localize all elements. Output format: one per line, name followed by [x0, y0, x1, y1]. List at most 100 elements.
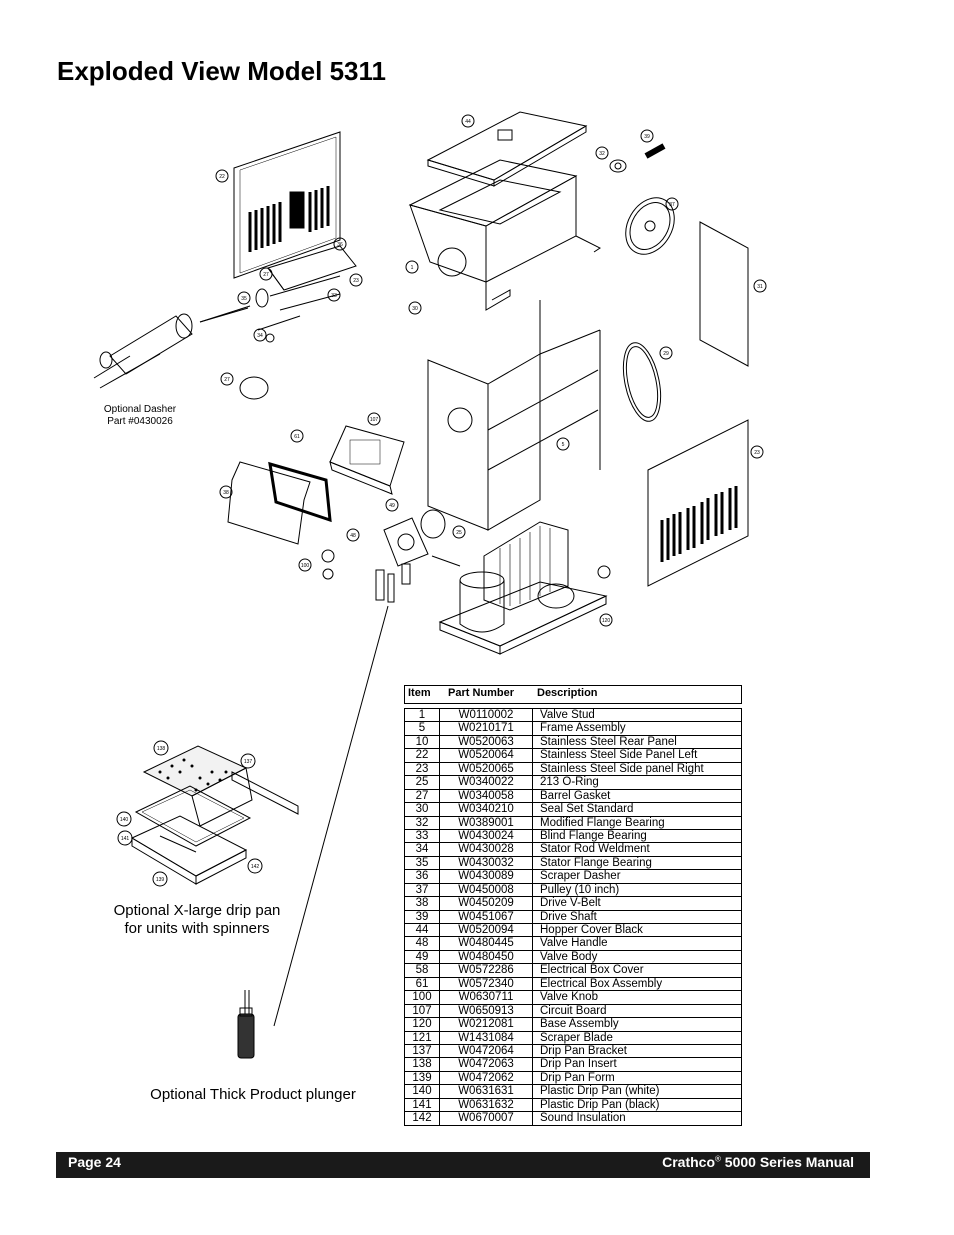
cell-item: 61	[415, 977, 429, 990]
svg-text:37: 37	[669, 202, 675, 208]
cell-description: Base Assembly	[540, 1018, 619, 1031]
page-title: Exploded View Model 5311	[57, 56, 386, 86]
cell-description: Drive V-Belt	[540, 897, 601, 910]
svg-text:33: 33	[331, 293, 337, 299]
cell-item: 25	[415, 776, 429, 789]
cell-item: 1	[418, 709, 426, 721]
cell-description: Plastic Drip Pan (black)	[540, 1098, 660, 1111]
svg-text:29: 29	[663, 351, 669, 357]
cell-description: Valve Stud	[540, 709, 595, 721]
svg-text:31: 31	[757, 284, 763, 290]
cell-description: Frame Assembly	[540, 722, 626, 735]
svg-text:27: 27	[224, 377, 230, 383]
cell-part-number: W0450008	[439, 883, 533, 897]
cell-description: Stainless Steel Rear Panel	[540, 735, 677, 748]
svg-text:61: 61	[294, 434, 300, 440]
table-row: 25 W0340022 213 O-Ring	[405, 776, 741, 790]
plunger-illustration	[237, 990, 255, 1059]
cell-item: 120	[412, 1018, 432, 1031]
svg-text:23: 23	[353, 278, 359, 284]
header-description: Description	[537, 687, 598, 699]
cell-description: Scraper Dasher	[540, 870, 621, 883]
cell-part-number: W0389001	[439, 816, 533, 829]
cell-part-number: W0430089	[439, 870, 533, 883]
cell-part-number: W0520064	[439, 749, 533, 762]
cell-item: 139	[412, 1071, 432, 1084]
v-belt-illustration	[622, 342, 662, 422]
cell-description: Hopper Cover Black	[540, 924, 643, 936]
svg-text:44: 44	[465, 119, 471, 125]
cell-part-number: W0520065	[439, 762, 533, 776]
cell-description: Seal Set Standard	[540, 803, 634, 816]
cell-part-number: W0430028	[439, 843, 533, 856]
cell-part-number: W0520094	[439, 924, 533, 937]
base-assembly-illustration	[438, 521, 611, 655]
cell-item: 142	[412, 1112, 432, 1125]
svg-text:141: 141	[121, 836, 130, 842]
cell-description: Stator Flange Bearing	[540, 856, 652, 869]
svg-text:25: 25	[456, 530, 462, 536]
header-item: Item	[408, 687, 431, 699]
optional-dasher-illustration	[93, 305, 251, 389]
cell-item: 49	[415, 950, 429, 963]
svg-text:107: 107	[370, 417, 379, 423]
bearing-illustration	[609, 143, 666, 173]
cell-item: 58	[415, 964, 429, 977]
svg-text:142: 142	[251, 864, 260, 870]
svg-text:38: 38	[223, 490, 229, 496]
cell-part-number: W0340210	[439, 803, 533, 816]
svg-text:140: 140	[120, 817, 129, 823]
cell-description: Pulley (10 inch)	[540, 883, 620, 896]
caption-line: Optional Dasher	[103, 404, 177, 415]
cell-part-number: W0430032	[439, 856, 533, 870]
cell-description: Drip Pan Insert	[540, 1058, 617, 1071]
cell-item: 141	[412, 1098, 432, 1111]
cell-part-number: W0480450	[439, 950, 533, 964]
cell-part-number: W0472063	[439, 1058, 533, 1071]
svg-text:138: 138	[157, 746, 166, 752]
cell-description: Barrel Gasket	[540, 789, 611, 802]
svg-text:39: 39	[644, 134, 650, 140]
page-footer: Page 24 Crathco® 5000 Series Manual	[56, 1152, 870, 1178]
svg-text:36: 36	[337, 242, 343, 248]
cell-part-number: W0480445	[439, 937, 533, 950]
electrical-box-illustration	[329, 425, 405, 495]
cell-description: Electrical Box Cover	[540, 964, 644, 977]
header-part-number: Part Number	[448, 687, 515, 699]
rear-panel-illustration	[699, 221, 749, 367]
svg-text:100: 100	[301, 563, 310, 569]
cell-part-number: W0340022	[439, 776, 533, 789]
cell-part-number: W0631632	[439, 1098, 533, 1112]
cell-description: Stainless Steel Side Panel Left	[540, 749, 698, 762]
hopper-cover-illustration	[426, 111, 588, 187]
cell-item: 37	[415, 883, 429, 896]
cell-part-number: W0630711	[439, 991, 533, 1004]
cell-description: 213 O-Ring	[540, 776, 599, 789]
caption-line: Part #0430026	[107, 416, 173, 427]
svg-text:30: 30	[412, 306, 418, 312]
cell-description: Blind Flange Bearing	[540, 829, 647, 842]
valve-assembly-illustration	[321, 517, 461, 603]
frame-assembly-illustration	[427, 300, 601, 531]
svg-text:1: 1	[411, 265, 414, 271]
cell-description: Drip Pan Form	[540, 1071, 615, 1084]
hopper-housing-illustration	[408, 159, 601, 311]
